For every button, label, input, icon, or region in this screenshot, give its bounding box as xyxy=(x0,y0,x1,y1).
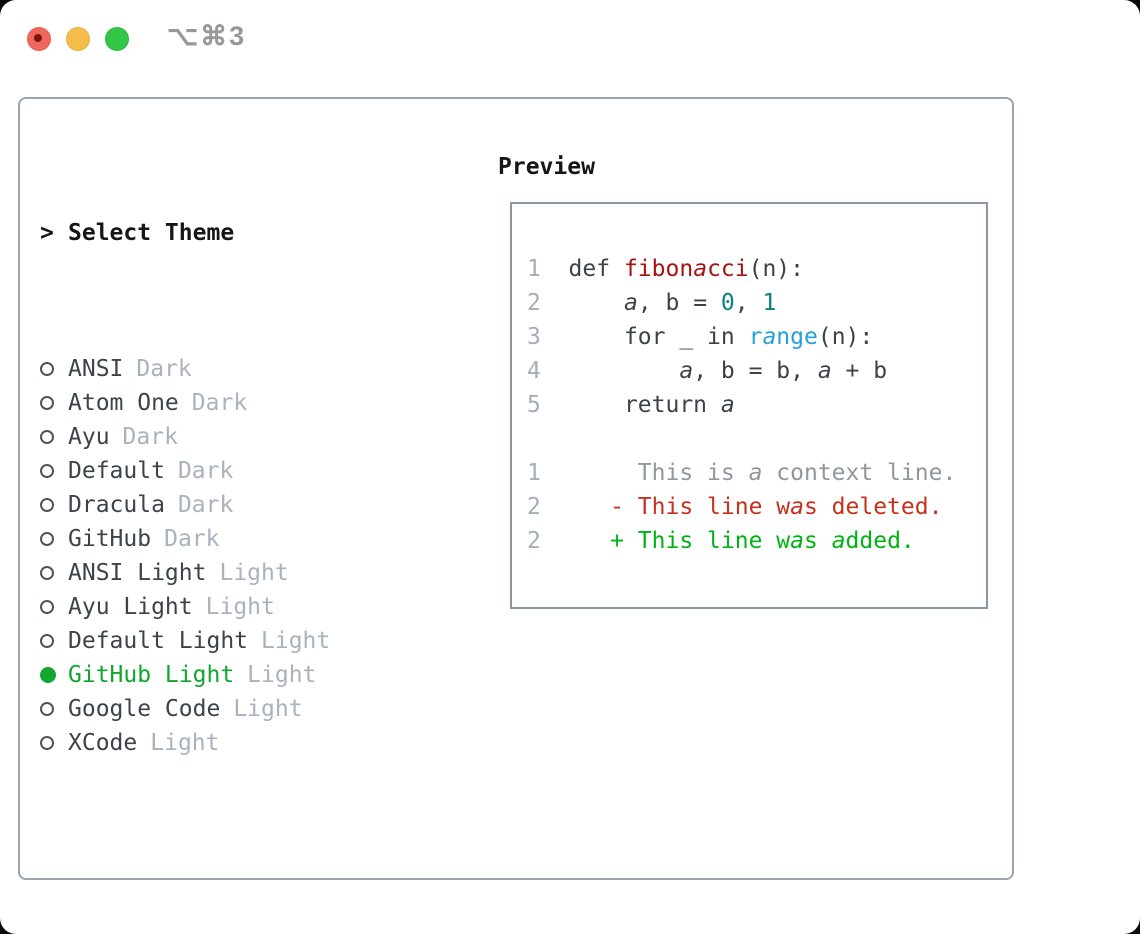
theme-item-default[interactable]: Default Dark xyxy=(40,454,428,488)
theme-name: Ayu Light xyxy=(68,594,193,620)
preview-header: Preview xyxy=(498,154,595,180)
preview-blank-line xyxy=(527,422,956,456)
preview-code: 1 def fibonacci(n): 2 a, b = 0, 1 3 for _ … xyxy=(527,252,956,558)
theme-name: ANSI xyxy=(68,356,124,382)
preview-line: 4 a, b = b, a + b xyxy=(527,358,888,384)
radio-unselected-icon xyxy=(40,702,54,716)
theme-variant-badge: Dark xyxy=(177,492,234,518)
theme-name: Google Code xyxy=(68,696,221,722)
theme-item-google-code[interactable]: Google Code Light xyxy=(40,692,428,726)
theme-variant-badge: Dark xyxy=(164,526,220,552)
select-theme-header-label: Select Theme xyxy=(68,220,235,246)
theme-variant-badge: Dark xyxy=(191,390,248,416)
theme-name: GitHub Light xyxy=(68,662,235,688)
theme-variant-badge: Light xyxy=(219,560,289,586)
preview-line: 1 This is a context line. xyxy=(527,460,957,486)
radio-unselected-icon xyxy=(40,430,54,444)
theme-item-ansi-light[interactable]: ANSI Light Light xyxy=(40,556,428,590)
radio-unselected-icon xyxy=(40,566,54,580)
close-button[interactable] xyxy=(27,27,51,51)
theme-variant-badge: Light xyxy=(150,730,220,756)
theme-name: Atom One xyxy=(68,390,179,416)
preview-line: 2 a, b = 0, 1 xyxy=(527,290,777,316)
radio-unselected-icon xyxy=(40,634,54,648)
radio-unselected-icon xyxy=(40,736,54,750)
zoom-button[interactable] xyxy=(105,27,129,51)
window-title: ⌥⌘3 xyxy=(167,21,247,51)
theme-name: XCode xyxy=(68,730,138,756)
theme-variant-badge: Light xyxy=(205,594,275,620)
minimize-button[interactable] xyxy=(66,27,90,51)
radio-unselected-icon xyxy=(40,396,54,410)
theme-variant-badge: Dark xyxy=(122,424,178,450)
theme-name: Default xyxy=(68,458,165,484)
preview-line: 1 def fibonacci(n): xyxy=(527,256,804,282)
theme-name: Default Light xyxy=(68,628,249,654)
theme-name: Ayu xyxy=(68,424,110,450)
select-theme-header: > Select Theme xyxy=(40,216,428,250)
radio-unselected-icon xyxy=(40,532,54,546)
preview-box: 1 def fibonacci(n): 2 a, b = 0, 1 3 for _ … xyxy=(510,202,988,609)
theme-item-atom-one[interactable]: Atom One Dark xyxy=(40,386,428,420)
focus-caret-icon: > xyxy=(40,220,54,246)
radio-unselected-icon xyxy=(40,498,54,512)
radio-selected-icon xyxy=(40,667,56,683)
theme-name: ANSI Light xyxy=(68,560,207,586)
spacer xyxy=(40,862,428,896)
theme-item-github-light[interactable]: GitHub Light Light xyxy=(40,658,428,692)
preview-line: 3 for _ in range(n): xyxy=(527,324,874,350)
radio-unselected-icon xyxy=(40,464,54,478)
theme-variant-badge: Dark xyxy=(177,458,234,484)
radio-unselected-icon xyxy=(40,362,54,376)
radio-unselected-icon xyxy=(40,600,54,614)
theme-variant-badge: Dark xyxy=(136,356,192,382)
theme-variant-badge: Light xyxy=(233,696,303,722)
theme-item-ayu[interactable]: Ayu Dark xyxy=(40,420,428,454)
theme-item-xcode[interactable]: XCode Light xyxy=(40,726,428,760)
preview-line: 2 - This line was deleted. xyxy=(527,494,943,520)
preview-line: 2 + This line was added. xyxy=(527,528,915,554)
theme-item-default-light[interactable]: Default Light Light xyxy=(40,624,428,658)
theme-item-github[interactable]: GitHub Dark xyxy=(40,522,428,556)
preview-line: 5 return a xyxy=(527,392,735,418)
close-dot-icon xyxy=(34,34,42,42)
theme-item-dracula[interactable]: Dracula Dark xyxy=(40,488,428,522)
theme-item-ansi[interactable]: ANSI Dark xyxy=(40,352,428,386)
theme-item-ayu-light[interactable]: Ayu Light Light xyxy=(40,590,428,624)
titlebar: ⌥⌘3 xyxy=(0,0,1140,76)
theme-name: Dracula xyxy=(68,492,165,518)
theme-variant-badge: Light xyxy=(247,662,317,688)
theme-name: GitHub xyxy=(68,526,152,552)
theme-variant-badge: Light xyxy=(261,628,331,654)
